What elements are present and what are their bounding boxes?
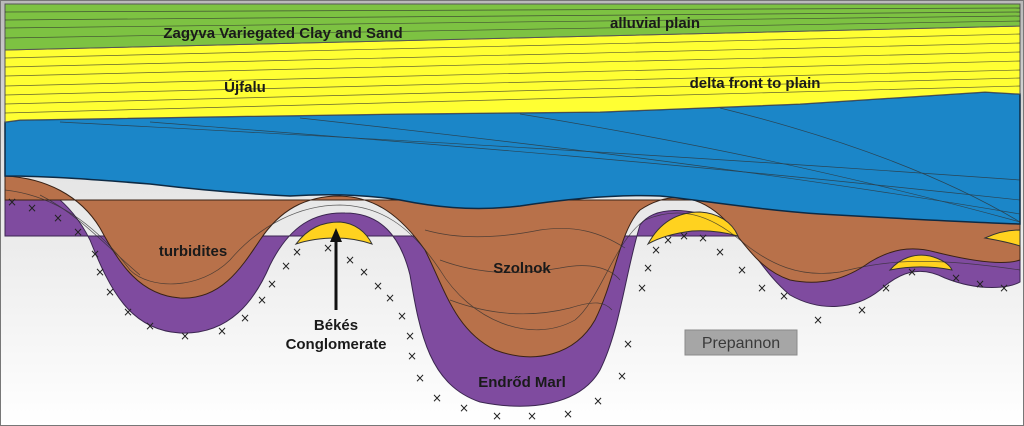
basement-x-mark: ×	[292, 245, 302, 259]
basement-x-mark: ×	[359, 265, 369, 279]
ujfalu-delta-layer	[4, 25, 1021, 123]
basement-x-mark: ×	[623, 337, 633, 351]
basement-x-mark: ×	[7, 195, 17, 209]
delta-front-label: delta front to plain	[690, 75, 821, 92]
turbidites-label: turbidites	[159, 243, 227, 260]
bekes-conglomerate-pod-2	[646, 211, 739, 246]
ujfalu-label: Újfalu	[224, 78, 266, 96]
basement-x-mark: ×	[180, 329, 190, 343]
bekes-label-line1: Békés	[314, 317, 358, 334]
szolnok-label: Szolnok	[493, 260, 551, 277]
basement-x-mark: ×	[715, 245, 725, 259]
basement-x-mark: ×	[73, 225, 83, 239]
prepannon-label: Prepannon	[702, 335, 780, 352]
bekes-arrow	[330, 228, 342, 310]
basement-x-mark: ×	[123, 305, 133, 319]
basement-x-mark: ×	[95, 265, 105, 279]
basement-x-mark: ×	[643, 261, 653, 275]
basement-x-mark: ×	[757, 281, 767, 295]
basement-x-mark: ×	[407, 349, 417, 363]
basement-x-mark: ×	[857, 303, 867, 317]
prepannon-tag: Prepannon	[684, 329, 798, 356]
basement-x-mark: ×	[881, 281, 891, 295]
basement-x-mark: ×	[651, 243, 661, 257]
basement-x-mark: ×	[527, 409, 537, 423]
basement-x-mark: ×	[999, 281, 1009, 295]
basement-x-mark: ×	[563, 407, 573, 421]
basement-x-mark: ×	[240, 311, 250, 325]
basement-x-mark: ×	[737, 263, 747, 277]
basement-x-mark: ×	[267, 277, 277, 291]
basement-x-mark: ×	[432, 391, 442, 405]
bekes-conglomerate-pod-4	[983, 229, 1021, 247]
basement-x-symbols: × × × × × × × × × × × × × × × × × × × × × × × × × × × × × × × × × × × × × × × ×…	[7, 195, 1009, 423]
basement-x-mark: ×	[323, 241, 333, 255]
basement-x-mark: ×	[53, 211, 63, 225]
basement-x-mark: ×	[492, 409, 502, 423]
bekes-label-line2: Conglomerate	[286, 336, 387, 353]
basement-x-mark: ×	[593, 394, 603, 408]
basement-x-mark: ×	[951, 271, 961, 285]
blue-slope-layer	[4, 91, 1021, 225]
basement-x-mark: ×	[779, 289, 789, 303]
basement-x-mark: ×	[385, 291, 395, 305]
basement-x-mark: ×	[373, 279, 383, 293]
basement-x-mark: ×	[663, 233, 673, 247]
basement-x-mark: ×	[27, 201, 37, 215]
basement-x-mark: ×	[679, 229, 689, 243]
szolnok-turbidites-layer	[4, 175, 1021, 358]
basement-x-mark: ×	[345, 253, 355, 267]
endrod-marl-label: Endrőd Marl	[478, 374, 566, 391]
bedding-lines	[4, 7, 1021, 331]
basement-x-mark: ×	[637, 281, 647, 295]
alluvial-plain-label: alluvial plain	[610, 15, 700, 32]
basement-x-mark: ×	[281, 259, 291, 273]
zagyva-alluvial-layer	[4, 3, 1021, 51]
basement-x-mark: ×	[90, 247, 100, 261]
basement-x-mark: ×	[217, 324, 227, 338]
basement-x-mark: ×	[145, 319, 155, 333]
basement-x-mark: ×	[257, 293, 267, 307]
zagyva-label: Zagyva Variegated Clay and Sand	[163, 25, 402, 42]
basement-x-mark: ×	[907, 265, 917, 279]
basement-x-mark: ×	[975, 277, 985, 291]
basement-x-mark: ×	[415, 371, 425, 385]
basement-x-mark: ×	[617, 369, 627, 383]
basement-x-mark: ×	[813, 313, 823, 327]
basement-x-mark: ×	[105, 285, 115, 299]
basement-x-mark: ×	[397, 309, 407, 323]
basement-x-mark: ×	[698, 231, 708, 245]
basement-x-mark: ×	[459, 401, 469, 415]
basement-x-mark: ×	[405, 329, 415, 343]
